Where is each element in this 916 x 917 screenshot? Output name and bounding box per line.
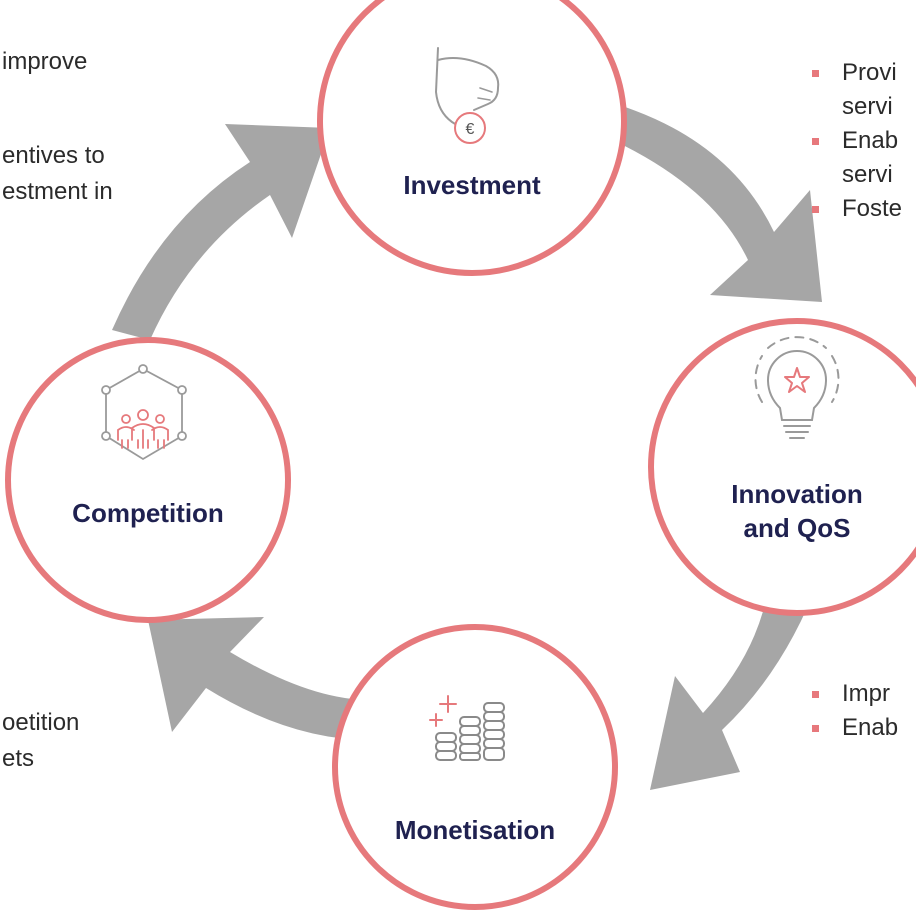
left-text-bottom-line-2: ets <box>2 745 35 772</box>
network-people-icon <box>101 364 187 461</box>
coin-stacks-plus-icon <box>429 695 505 761</box>
competition-label: Competition <box>72 498 224 528</box>
monetisation-label: Monetisation <box>394 815 556 845</box>
right-bullet-2-line-2: servi <box>842 161 893 188</box>
left-text-bottom-line-1: oetition <box>2 709 80 736</box>
right-bullet-2-line-1: Enab <box>806 124 902 158</box>
monetisation-circle <box>332 624 618 910</box>
lightbulb-star-icon <box>754 336 840 439</box>
competition-circle <box>5 337 291 623</box>
arrow-monetisation-to-competition <box>148 617 370 740</box>
right-bullet-1-line-2: servi <box>842 93 893 120</box>
right-bullet-4: Impr <box>806 677 898 711</box>
right-bullet-5: Enab <box>806 711 898 745</box>
right-bullets-bottom: Impr Enab <box>806 677 898 745</box>
cycle-arrows <box>112 104 822 790</box>
arrow-competition-to-investment <box>112 124 330 340</box>
hand-coin-euro-icon: € <box>434 47 500 144</box>
innovation-circle <box>648 318 916 616</box>
node-circles <box>5 0 916 910</box>
left-text-top-line-3: estment in <box>2 178 113 205</box>
left-text-top-line-2: entives to <box>2 142 105 169</box>
arrow-investment-to-innovation <box>590 104 822 302</box>
investment-label: Investment <box>403 170 541 200</box>
left-text-top-line-1: improve <box>2 48 88 75</box>
right-bullet-1-line-1: Provi <box>806 56 902 90</box>
euro-symbol: € <box>466 121 475 138</box>
right-bullets-top: Provi servi Enab servi Foste <box>806 56 902 226</box>
right-bullet-3-line-1: Foste <box>806 192 902 226</box>
arrow-innovation-to-monetisation <box>650 600 808 790</box>
